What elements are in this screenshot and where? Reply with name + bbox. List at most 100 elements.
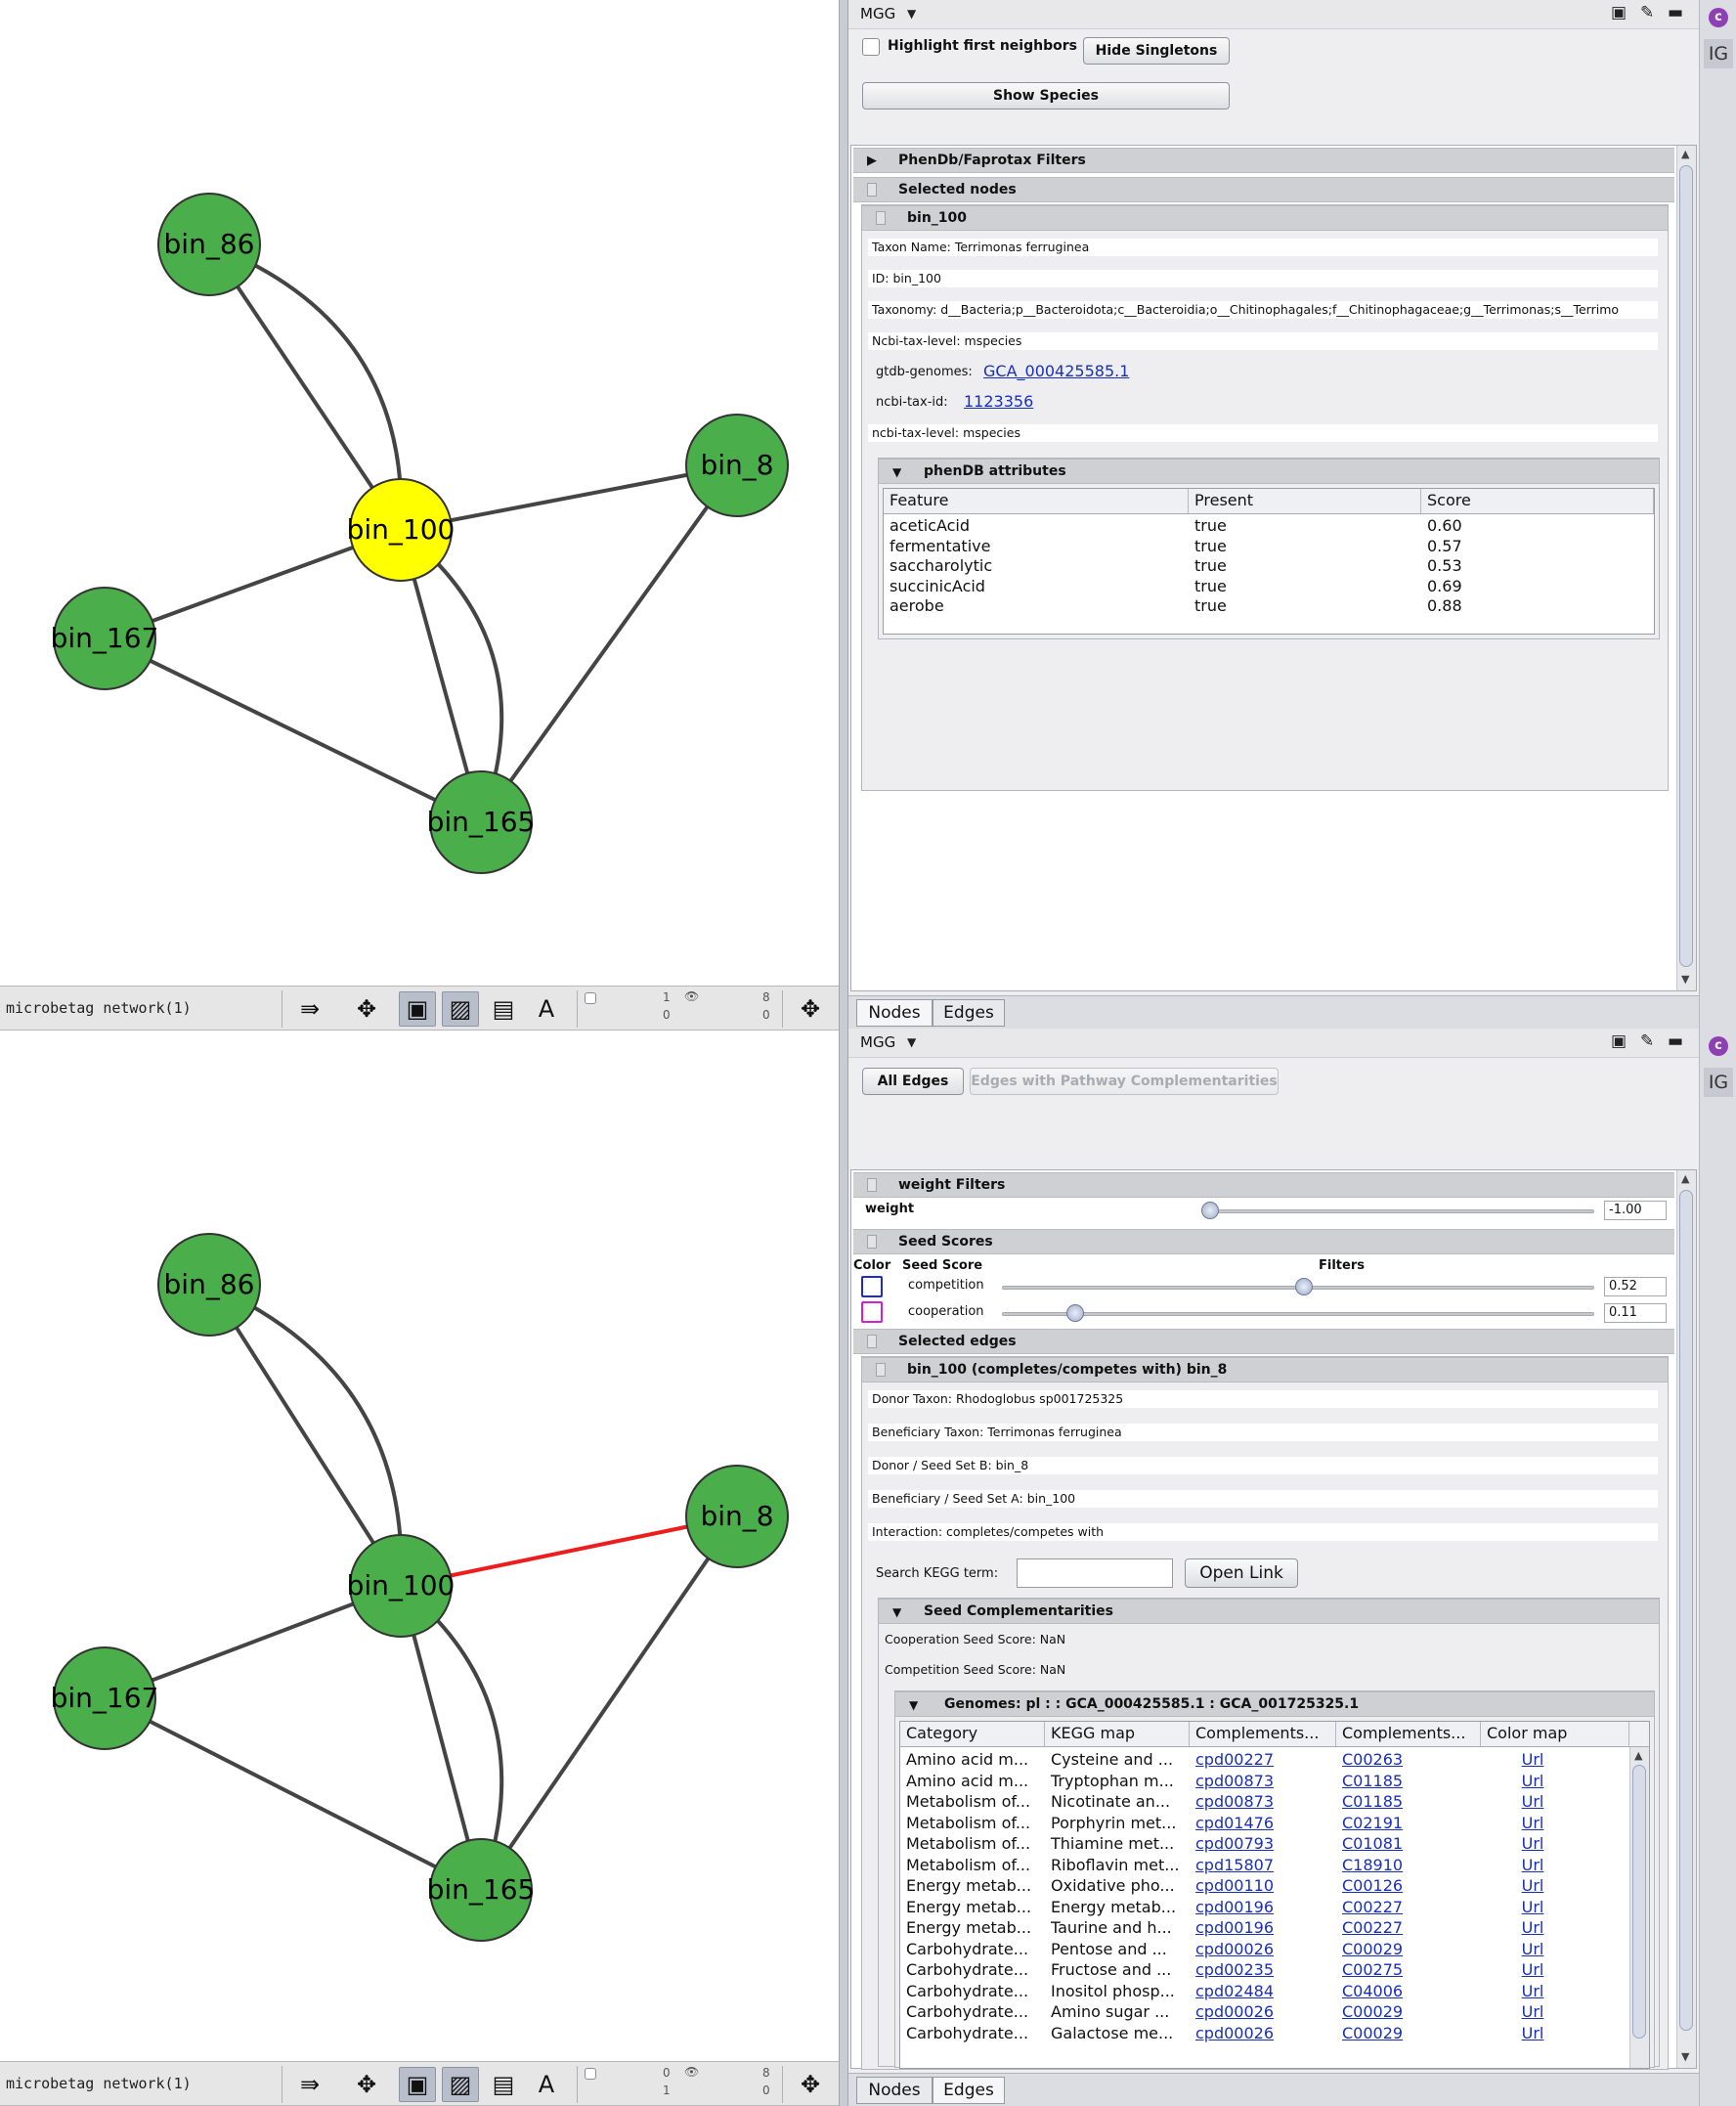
edge-header[interactable]: bin_100 (completes/competes with) bin_8	[862, 1357, 1668, 1382]
weight-slider-knob[interactable]	[1201, 1202, 1219, 1219]
collapse-toggle-icon[interactable]	[867, 1335, 877, 1348]
scroll-thumb[interactable]	[1632, 1765, 1646, 2039]
table-link[interactable]: Url	[1521, 1960, 1544, 1979]
show-checkbox[interactable]	[585, 2068, 596, 2080]
table-link[interactable]: cpd00873	[1195, 1792, 1275, 1811]
node-bin-86[interactable]: bin_86	[157, 193, 261, 296]
table-link[interactable]: C04006	[1342, 1981, 1404, 2000]
sidebar-tab-g[interactable]: IG	[1704, 1068, 1733, 1097]
table-link[interactable]: cpd00026	[1195, 2002, 1275, 2021]
network-canvas-b[interactable]: bin_86 bin_100 bin_8 bin_167 bin_165	[0, 1031, 839, 2061]
table-link[interactable]: C00227	[1342, 1897, 1404, 1916]
open-link-button[interactable]: Open Link	[1185, 1558, 1298, 1588]
cooperation-color-swatch[interactable]	[861, 1301, 883, 1323]
col-score[interactable]: Score	[1421, 489, 1654, 513]
table-link[interactable]: C00029	[1342, 2002, 1404, 2021]
scroll-thumb[interactable]	[1679, 165, 1693, 967]
show-checkbox[interactable]	[585, 992, 596, 1004]
dropdown-arrow-icon[interactable]: ▼	[907, 7, 917, 21]
cooperation-slider-track[interactable]	[1002, 1312, 1594, 1316]
table-link[interactable]: Url	[1521, 1939, 1544, 1958]
scroll-thumb[interactable]	[1679, 1190, 1693, 2031]
all-edges-button[interactable]: All Edges	[862, 1068, 964, 1095]
table-link[interactable]: Url	[1521, 1834, 1544, 1853]
complementarities-table[interactable]: Category KEGG map Complements... Complem…	[899, 1721, 1650, 2069]
fit-view-icon[interactable]: ✥	[800, 995, 821, 1023]
collapsed-arrow-icon[interactable]: ▶	[867, 154, 877, 168]
table-link[interactable]: C01081	[1342, 1834, 1404, 1853]
table-link[interactable]: Url	[1521, 1771, 1544, 1790]
selected-nodes-section[interactable]: Selected nodes	[853, 177, 1674, 202]
expanded-arrow-icon[interactable]: ▼	[892, 465, 902, 479]
minimize-icon[interactable]: ▬	[1668, 1031, 1684, 1051]
table-link[interactable]: Url	[1521, 1876, 1544, 1895]
table-link[interactable]: C00263	[1342, 1750, 1404, 1769]
minimize-icon[interactable]: ▬	[1668, 3, 1684, 22]
node-header[interactable]: bin_100	[862, 205, 1668, 231]
table-link[interactable]: Url	[1521, 1897, 1544, 1916]
export-icon[interactable]: ⇛	[299, 995, 321, 1023]
collapse-toggle-icon[interactable]	[876, 211, 886, 225]
selected-edges-section[interactable]: Selected edges	[853, 1329, 1674, 1354]
col-present[interactable]: Present	[1189, 489, 1421, 513]
expanded-arrow-icon[interactable]: ▼	[892, 1605, 902, 1619]
phendb-attributes-header[interactable]: ▼ phenDB attributes	[879, 459, 1659, 484]
competition-slider-knob[interactable]	[1295, 1278, 1313, 1295]
table-link[interactable]: C01185	[1342, 1792, 1404, 1811]
pan-icon[interactable]: ✥	[356, 2071, 377, 2098]
table-link[interactable]: Url	[1521, 2002, 1544, 2021]
weight-filters-section[interactable]: weight Filters	[853, 1172, 1674, 1198]
scroll-up-icon[interactable]: ▲	[1681, 148, 1690, 160]
genomes-header[interactable]: ▼ Genomes: pl : : GCA_000425585.1 : GCA_…	[895, 1691, 1654, 1717]
phendb-filters-section[interactable]: ▶ PhenDb/Faprotax Filters	[853, 148, 1674, 173]
table-link[interactable]: C00227	[1342, 1918, 1404, 1937]
network-graph-b[interactable]: bin_86 bin_100 bin_8 bin_167 bin_165	[0, 1031, 839, 2061]
select-edges-icon[interactable]: ▨	[442, 991, 479, 1027]
maximize-icon[interactable]: ▣	[1611, 3, 1628, 22]
scroll-up-icon[interactable]: ▲	[1681, 1172, 1690, 1185]
pin-icon[interactable]: ✎	[1640, 3, 1655, 22]
text-annotation-icon[interactable]: A	[538, 995, 555, 1023]
tab-nodes[interactable]: Nodes	[856, 999, 933, 1027]
col-kegg-map[interactable]: KEGG map	[1045, 1722, 1190, 1746]
cooperation-slider-knob[interactable]	[1066, 1304, 1084, 1322]
sidebar-tab-g[interactable]: IG	[1704, 39, 1733, 68]
seed-complementarities-header[interactable]: ▼ Seed Complementarities	[879, 1599, 1659, 1624]
col-color-map[interactable]: Color map	[1481, 1722, 1629, 1746]
text-annotation-icon[interactable]: A	[538, 2071, 555, 2098]
select-annotations-icon[interactable]: ▤	[492, 2071, 515, 2098]
competition-color-swatch[interactable]	[861, 1276, 883, 1297]
node-bin-86[interactable]: bin_86	[157, 1233, 261, 1337]
table-link[interactable]: cpd15807	[1195, 1855, 1275, 1874]
table-link[interactable]: cpd00793	[1195, 1834, 1275, 1853]
table-link[interactable]: cpd01476	[1195, 1813, 1275, 1832]
select-edges-icon[interactable]: ▨	[442, 2067, 479, 2102]
table-link[interactable]: Url	[1521, 1855, 1544, 1874]
table-row[interactable]: Carbohydrate...Inositol phosp...cpd02484…	[900, 1981, 1579, 2001]
node-bin-8[interactable]: bin_8	[685, 414, 789, 517]
tab-edges[interactable]: Edges	[933, 999, 1005, 1027]
seed-scores-section[interactable]: Seed Scores	[853, 1229, 1674, 1254]
table-link[interactable]: cpd00196	[1195, 1897, 1275, 1916]
table-link[interactable]: C18910	[1342, 1855, 1404, 1874]
collapse-toggle-icon[interactable]	[867, 183, 877, 197]
table-link[interactable]: Url	[1521, 1918, 1544, 1937]
scroll-down-icon[interactable]: ▼	[1681, 973, 1690, 986]
table-link[interactable]: cpd00227	[1195, 1750, 1275, 1769]
weight-value-input[interactable]: -1.00	[1604, 1201, 1667, 1220]
fit-view-icon[interactable]: ✥	[800, 2071, 821, 2098]
weight-slider-track[interactable]	[1203, 1209, 1594, 1213]
